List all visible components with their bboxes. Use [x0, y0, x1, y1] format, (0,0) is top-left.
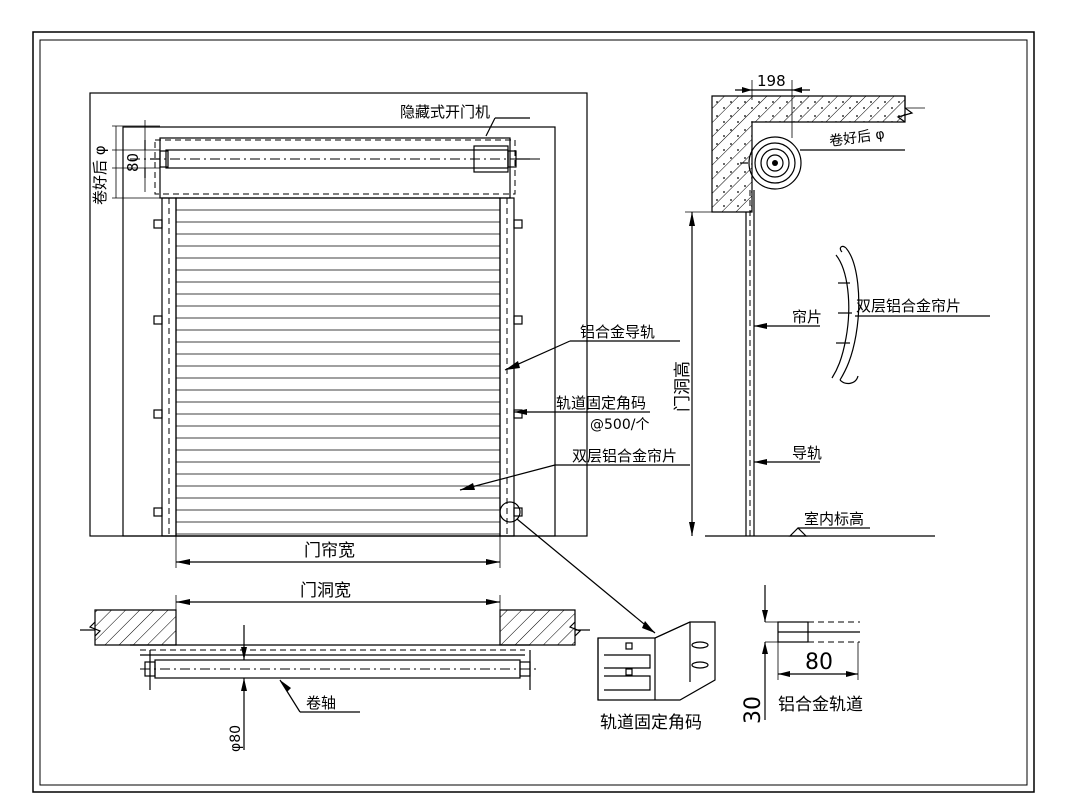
front-elevation [89, 92, 690, 634]
alu-rail-section [762, 585, 860, 720]
label-opening-width: 门洞宽 [300, 581, 351, 601]
label-rolled-dia-right: 卷好后 φ [828, 126, 885, 150]
label-guide-rail: 导轨 [792, 444, 822, 462]
inner-border [39, 39, 1028, 786]
inner-frame-outline [122, 126, 556, 537]
curtain-slats [176, 209, 500, 535]
roller-box-hidden [154, 139, 516, 195]
label-slat: 帘片 [792, 308, 822, 326]
outer-border [32, 31, 1035, 793]
label-bracket-caption: 轨道固定角码 [600, 713, 702, 733]
side-section [685, 80, 990, 537]
slat-profile [839, 247, 860, 381]
label-double-alu-slat-front: 双层铝合金帘片 [572, 447, 677, 465]
label-dim-198: 198 [757, 72, 786, 90]
label-reel-axis: 卷轴 [306, 694, 336, 712]
plan-view [80, 595, 590, 750]
label-rail-bracket-spacing: @500/个 [590, 417, 649, 433]
label-alu-guide-rail: 铝合金导轨 [580, 323, 655, 341]
label-concealed-opener: 隐藏式开门机 [400, 103, 490, 121]
rail-brackets [153, 219, 523, 517]
bracket-detail [597, 621, 716, 701]
label-dim-30-rail: 30 [741, 696, 766, 724]
label-indoor-elevation: 室内标高 [804, 510, 864, 528]
label-opening-height: 门洞高 [673, 361, 693, 412]
label-alu-rail-caption: 铝合金轨道 [778, 695, 863, 715]
plan-wall-left [94, 609, 177, 646]
label-double-alu-slat-side: 双层铝合金帘片 [856, 297, 961, 315]
label-rail-bracket: 轨道固定角码 [556, 394, 646, 412]
plan-wall-right [499, 609, 576, 646]
detail-callout-circle [499, 501, 521, 523]
label-dim-80-rail: 80 [805, 650, 833, 675]
label-rolled-dia-left: 卷好后 φ [91, 145, 109, 205]
label-dia-80: φ80 [228, 725, 244, 752]
label-dim-80-left: 80 [124, 153, 142, 172]
curtain [175, 197, 501, 537]
label-curtain-width: 门帘宽 [304, 541, 355, 561]
